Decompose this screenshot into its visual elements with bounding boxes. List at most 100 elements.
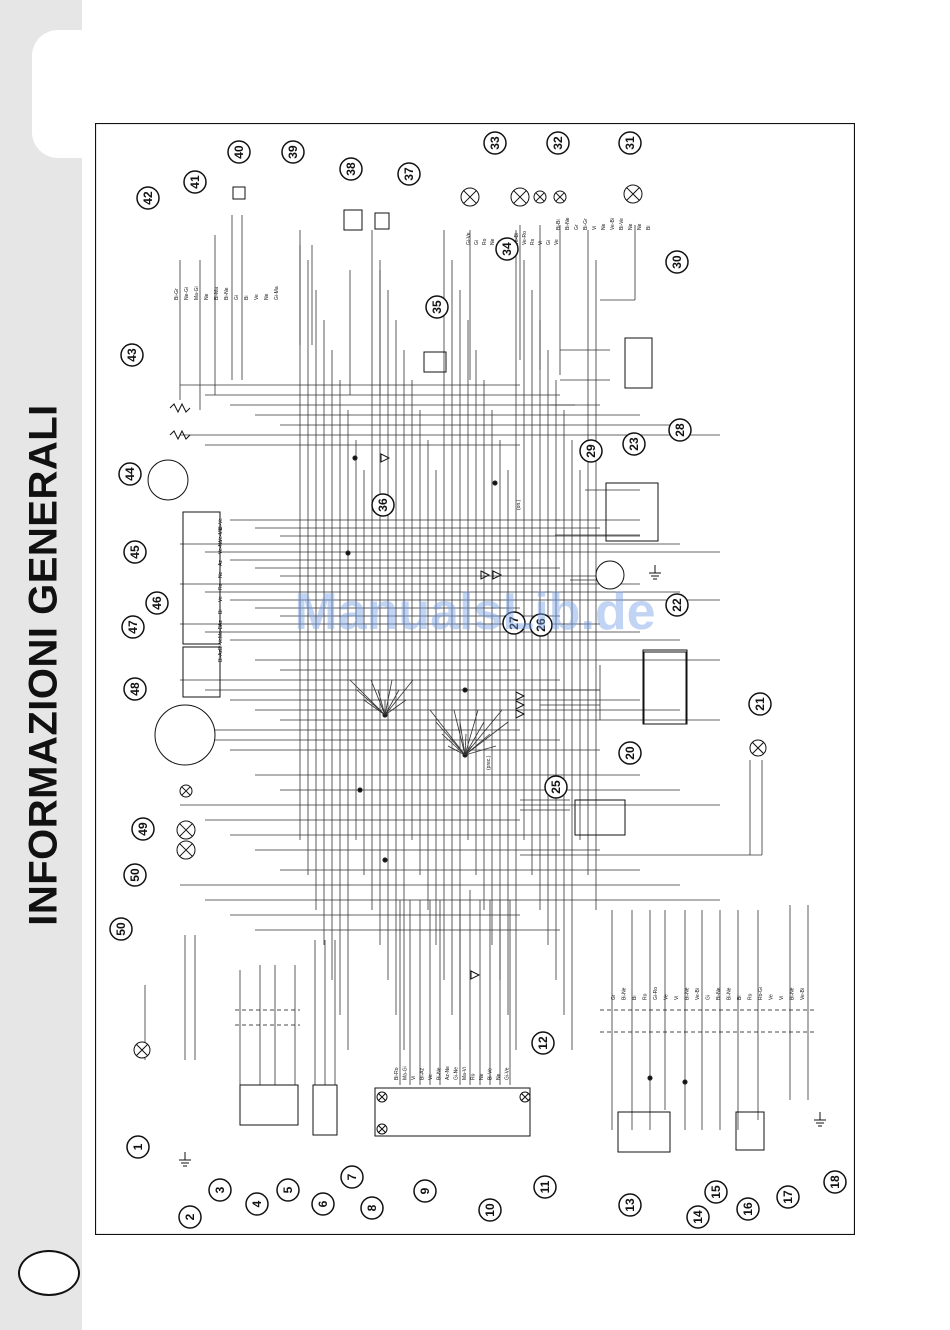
- dashboard-wire-label: Vi: [411, 1076, 417, 1080]
- switch-28: [624, 337, 653, 389]
- left-wire-label: Ne: [264, 293, 270, 300]
- svg-text:43: 43: [125, 348, 139, 362]
- bottom-wire-label: Ve: [664, 994, 670, 1000]
- callout-23: 23: [622, 432, 646, 456]
- svg-text:31: 31: [623, 136, 637, 150]
- svg-text:41: 41: [188, 175, 202, 189]
- svg-text:49: 49: [136, 822, 150, 836]
- callout-39: 39: [281, 140, 305, 164]
- box-38: [343, 209, 363, 231]
- left-wire-label: Bi-Ma: [214, 287, 220, 300]
- callout-17: 17: [776, 1185, 800, 1209]
- svg-text:39: 39: [286, 145, 300, 159]
- dashboard-wire-label: Ro: [471, 1073, 477, 1080]
- right-wire-label: Vi: [538, 241, 544, 245]
- callout-49: 49: [131, 817, 155, 841]
- callout-18: 18: [823, 1170, 847, 1194]
- callout-22: 22: [665, 593, 689, 617]
- left-wire-label: Az: [218, 620, 224, 626]
- callout-14: 14: [686, 1205, 710, 1229]
- svg-text:10: 10: [483, 1203, 497, 1217]
- lamp-49-cross: [181, 786, 191, 796]
- callout-3: 3: [208, 1178, 232, 1202]
- right-wire-label: Gi-Ve: [466, 232, 472, 245]
- svg-text:33: 33: [488, 136, 502, 150]
- junction-dot: [462, 687, 468, 693]
- bottom-wire-label: Ve-Bi: [695, 988, 701, 1000]
- svg-text:45: 45: [128, 545, 142, 559]
- right-wire-label: Ne: [637, 223, 643, 230]
- dashboard-wire-label: Ne: [496, 1073, 502, 1080]
- diagram-frame: [95, 123, 855, 1235]
- left-wire-label: Ve: [254, 294, 260, 300]
- callout-34: 34: [495, 237, 519, 261]
- sensor-45: [147, 459, 189, 501]
- bottom-wire-label: Ro: [748, 993, 754, 1000]
- dashboard-wire-label: Ne: [479, 1073, 485, 1080]
- fan-wire: [464, 721, 509, 756]
- right-wire-label: Ve: [554, 239, 560, 245]
- svg-text:16: 16: [741, 1202, 755, 1216]
- svg-text:27: 27: [507, 616, 521, 630]
- callout-11: 11: [533, 1175, 557, 1199]
- callout-50: 50: [109, 917, 133, 941]
- box-37: [374, 212, 390, 230]
- right-wire-label: Ne: [628, 223, 634, 230]
- callout-30: 30: [665, 250, 689, 274]
- svg-text:15: 15: [709, 1185, 723, 1199]
- switch-17: [735, 1111, 765, 1151]
- lamp-33-cross: [513, 190, 527, 204]
- fan-wire: [464, 709, 479, 756]
- callout-40: 40: [227, 140, 251, 164]
- side-strip: [0, 0, 82, 1330]
- callout-6: 6: [311, 1192, 335, 1216]
- right-wire-label: Vi: [592, 226, 598, 230]
- fan-wire: [429, 709, 466, 756]
- relay-23: [605, 482, 659, 542]
- right-wire-label: Ne: [490, 238, 496, 245]
- right-wire-label: Ve-Ro: [522, 231, 528, 245]
- left-wire-label: Bi-Ne: [224, 287, 230, 300]
- svg-text:9: 9: [418, 1187, 432, 1194]
- junction-dot: [647, 1075, 653, 1081]
- ground-symbol-0: [649, 565, 661, 580]
- dashboard-wire-label: Ve: [428, 1074, 434, 1080]
- fan-wire: [447, 745, 466, 756]
- svg-text:23: 23: [627, 437, 641, 451]
- diode-5: [515, 709, 526, 719]
- left-wire-label: Ne-Gi: [184, 287, 190, 300]
- dashboard-wire-label: Ma-Gi: [403, 1066, 409, 1080]
- diode-6: [470, 970, 481, 980]
- bottom-wire-label: Bi-Ne: [790, 987, 796, 1000]
- diagram-note: (prec.): [486, 755, 492, 770]
- callout-7: 7: [340, 1165, 364, 1189]
- right-wire-label: Bi: [646, 226, 652, 230]
- bottom-wire-label: Ve: [769, 994, 775, 1000]
- left-wire-label: Bi-Ve: [218, 638, 224, 650]
- bottom-wire-label: Bi: [632, 996, 638, 1000]
- junction-dot: [357, 787, 363, 793]
- right-wire-label: Ne: [601, 223, 607, 230]
- svg-text:34: 34: [500, 242, 514, 256]
- relay-47: [182, 646, 221, 698]
- junction-dot: [682, 1079, 688, 1085]
- lamp-1-cross: [136, 1044, 148, 1056]
- left-wire-label: Ne: [218, 571, 224, 578]
- callout-1: 1: [126, 1135, 150, 1159]
- svg-text:42: 42: [141, 191, 155, 205]
- bottom-wire-label: Bi: [737, 996, 743, 1000]
- svg-text:32: 32: [551, 136, 565, 150]
- fan-wire: [464, 733, 467, 756]
- callout-48: 48: [123, 677, 147, 701]
- callout-35: 35: [425, 295, 449, 319]
- callout-2: 2: [178, 1205, 202, 1229]
- svg-text:25: 25: [549, 780, 563, 794]
- callout-41: 41: [183, 170, 207, 194]
- svg-text:44: 44: [123, 467, 137, 481]
- svg-text:50: 50: [128, 868, 142, 882]
- diagram-note: (on.): [516, 499, 522, 510]
- fan-wire: [435, 721, 466, 756]
- lamp-21-cross: [752, 742, 764, 754]
- right-wire-label: Gi: [474, 240, 480, 245]
